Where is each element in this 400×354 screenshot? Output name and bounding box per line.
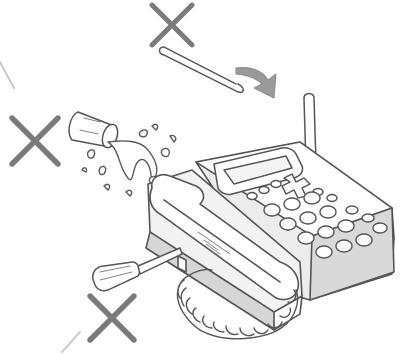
hairpin-icon	[160, 47, 244, 92]
warning-hairpin-group	[152, 5, 276, 98]
curved-arrow-icon	[236, 68, 276, 99]
cross-icon	[12, 118, 58, 164]
cross-icon	[90, 296, 134, 340]
edge-mark-icon	[0, 62, 80, 352]
telephone	[146, 94, 394, 339]
screwdriver-icon	[93, 248, 182, 291]
cross-icon	[152, 5, 192, 45]
